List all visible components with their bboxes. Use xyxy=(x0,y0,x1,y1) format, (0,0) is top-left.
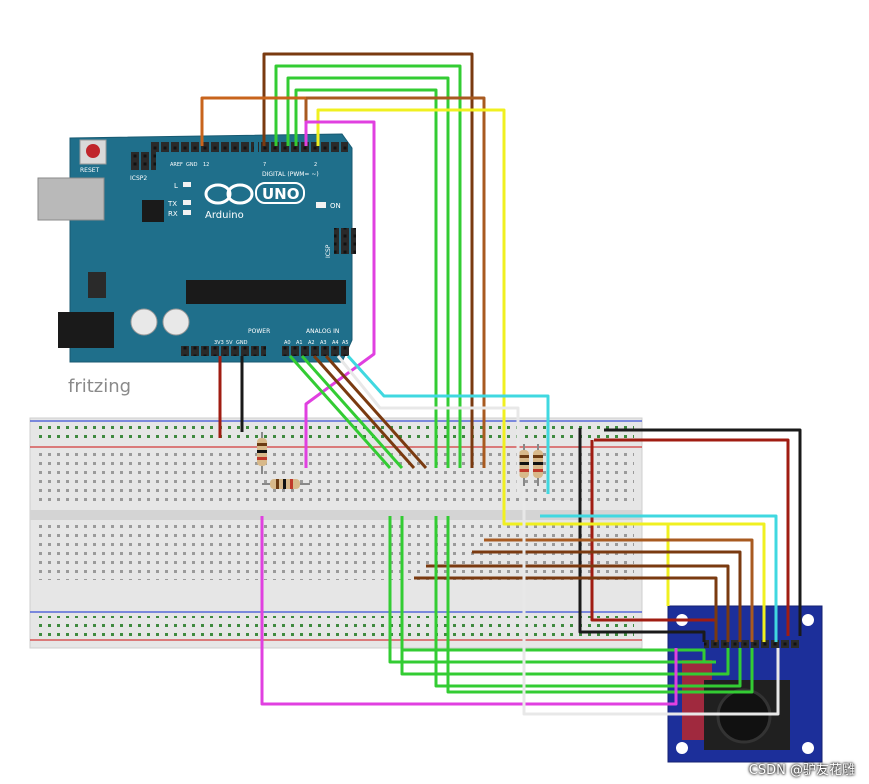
icsp2-label: ICSP2 xyxy=(130,175,147,182)
wire-brown-d7 xyxy=(262,52,474,468)
wire-white-cam xyxy=(522,486,780,716)
wire-magenta xyxy=(304,120,376,468)
a3-label: A3 xyxy=(320,340,327,346)
wire-brown-cam-xclk xyxy=(414,576,718,642)
mount-hole-bl xyxy=(676,742,688,754)
csdn-watermark: CSDN @驴友花雕 xyxy=(748,763,855,778)
mount-hole-tr xyxy=(802,614,814,626)
wire-brown-cam-pclk xyxy=(426,564,730,642)
analog-header xyxy=(282,346,350,356)
on-label: ON xyxy=(330,202,341,210)
arduino-uno-board: RESET ICSP2 L TX RX ON UNO Arduino ICSP xyxy=(37,133,356,363)
wire-green-a0 xyxy=(288,355,392,469)
led-rx-label: RX xyxy=(168,210,178,218)
gnd-label: GND xyxy=(186,162,198,168)
a0-label: A0 xyxy=(284,340,291,346)
wire-red-cam-vcc xyxy=(594,438,790,636)
wire-green-d4 xyxy=(294,88,438,468)
pin-7-label: 7 xyxy=(263,162,266,168)
aref-label: AREF xyxy=(170,162,183,168)
power-rail-top xyxy=(34,424,634,444)
led-l-label: L xyxy=(174,182,178,190)
wire-brown-cam-hs xyxy=(472,550,742,642)
icsp-header xyxy=(334,228,356,254)
wire-cyan-a5 xyxy=(346,354,550,494)
wire-green-cam-d4 xyxy=(434,516,742,688)
led-rx xyxy=(183,210,191,215)
digital-label: DIGITAL (PWM= ~) xyxy=(262,171,319,178)
power-label: POWER xyxy=(248,328,270,335)
digital-header-left xyxy=(150,142,254,152)
wire-green-cam-d7 xyxy=(402,648,706,662)
resistor-1 xyxy=(257,432,267,474)
pin-2-label: 2 xyxy=(314,162,317,168)
a1-label: A1 xyxy=(296,340,303,346)
wire-black-cam-gnd xyxy=(604,428,802,636)
power-3v3-label: 3V3 xyxy=(214,340,224,346)
uno-logo-text: UNO xyxy=(262,185,300,203)
power-gnd-label: GND xyxy=(236,340,248,346)
wire-brown-a3 xyxy=(324,355,428,469)
breadboard xyxy=(29,417,643,649)
arduino-brand-text: Arduino xyxy=(205,210,244,221)
power-rail-bottom xyxy=(34,616,634,636)
usb-chip xyxy=(142,200,164,222)
reset-label: RESET xyxy=(80,167,100,174)
digital-header-right xyxy=(258,142,348,152)
capacitor-1 xyxy=(130,308,158,336)
icsp2-header xyxy=(130,152,156,170)
microcontroller-chip xyxy=(186,280,346,304)
wire-yellow-cam-scl xyxy=(508,522,766,642)
wire-green-cam-d3 xyxy=(446,516,754,694)
a2-label: A2 xyxy=(308,340,315,346)
wire-green-cam-d6 xyxy=(388,516,716,664)
regulator xyxy=(88,272,106,298)
icsp-label: ICSP xyxy=(325,244,332,258)
wire-green-d6 xyxy=(274,64,462,468)
fritzing-logo-text: fritzing xyxy=(68,376,131,397)
capacitor-2 xyxy=(162,308,190,336)
wire-green-cam-d5 xyxy=(400,516,730,676)
wire-white-a4 xyxy=(336,355,520,494)
arduino-logo: UNO Arduino xyxy=(204,182,305,221)
power-header xyxy=(180,346,266,356)
resistor-2 xyxy=(262,479,310,489)
wire-magenta-cam xyxy=(260,516,678,706)
resistor-3 xyxy=(519,444,529,486)
wire-cyan-cam-sda xyxy=(540,514,778,642)
pin-12-label: 12 xyxy=(203,162,209,168)
camera-pin-header xyxy=(704,640,800,648)
wire-yellow-d2 xyxy=(316,108,670,606)
dc-power-jack xyxy=(58,312,114,348)
wire-brown-cam-vs xyxy=(484,538,754,642)
center-channel xyxy=(30,510,642,520)
wire-orange-d12 xyxy=(200,96,306,146)
led-on xyxy=(316,202,326,208)
wire-brown-a2 xyxy=(312,355,416,469)
led-tx xyxy=(183,200,191,205)
camera-lens xyxy=(716,688,772,744)
terminal-strip-top xyxy=(34,452,634,507)
reset-button-cap xyxy=(86,144,100,158)
led-tx-label: TX xyxy=(167,200,177,208)
wire-green-d5 xyxy=(286,76,450,468)
led-l xyxy=(183,182,191,187)
wire-black-cam-pwdn xyxy=(578,428,706,642)
usb-connector xyxy=(37,177,105,221)
wire-green-a1 xyxy=(300,355,404,469)
power-5v-label: 5V xyxy=(226,340,233,346)
mount-hole-br xyxy=(802,742,814,754)
a5-label: A5 xyxy=(342,340,349,346)
wires xyxy=(200,52,802,716)
a4-label: A4 xyxy=(332,340,339,346)
resistor-4 xyxy=(533,444,543,486)
analog-label: ANALOG IN xyxy=(306,328,339,335)
